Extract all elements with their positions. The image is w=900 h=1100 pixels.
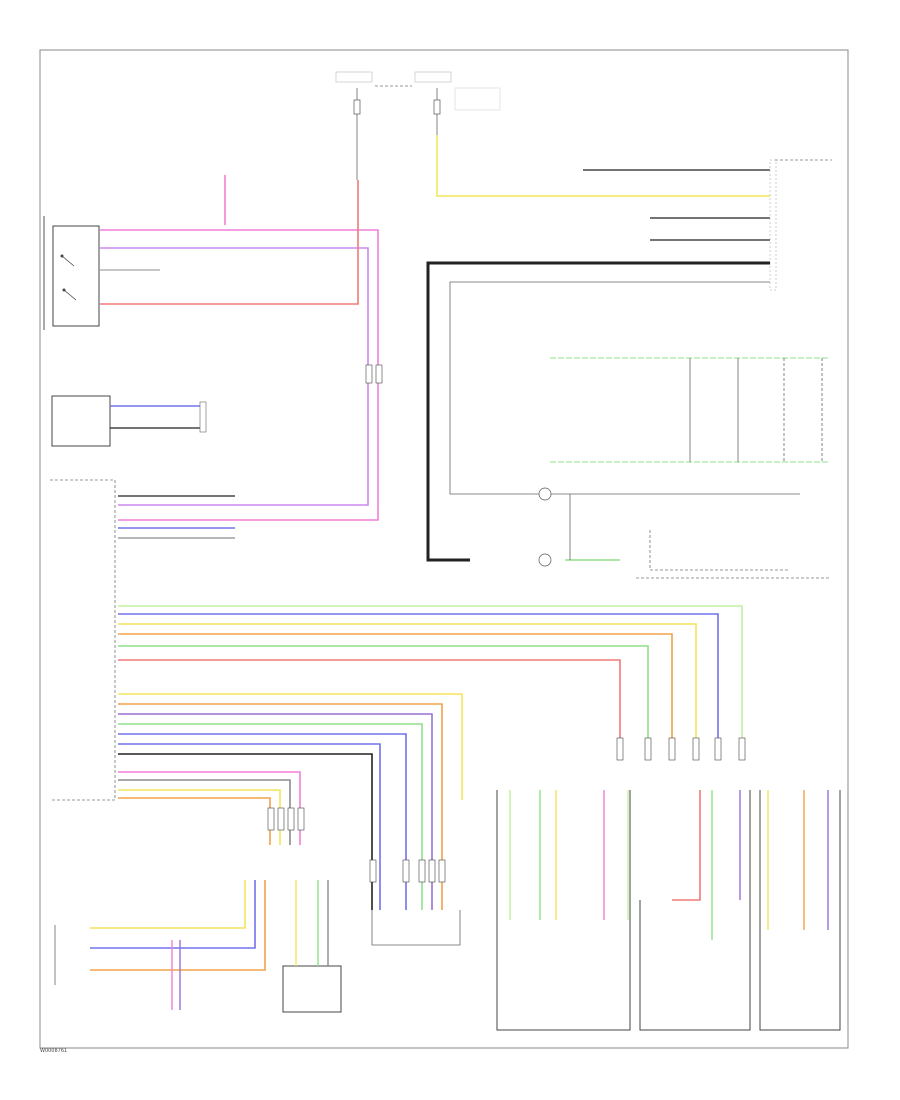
connector-marks (267, 364, 746, 883)
module-mid-left (51, 395, 207, 447)
wire-blue-long (118, 613, 719, 760)
lower-right-switches (530, 487, 830, 579)
wire-yellow-mid-1 (118, 693, 463, 800)
wire-orange-mid (118, 703, 443, 910)
main-control-module (50, 479, 235, 801)
switch-assembly-upper-left (43, 216, 100, 330)
module-outline (50, 479, 116, 801)
fuse-icon (353, 99, 441, 115)
bottom-center-module (282, 880, 342, 1013)
wire-black-mid-2 (118, 753, 373, 910)
clockspring-icon-2 (538, 553, 552, 567)
wire-red-1 (100, 180, 359, 305)
harness-inner (449, 281, 770, 495)
wire-blue-mid-2 (118, 733, 407, 910)
wire-pink-1 (100, 229, 379, 521)
data-link-connector (436, 135, 832, 291)
wire-orange-bl (90, 880, 266, 971)
sensor-block-a (496, 790, 631, 1031)
wire-yellow-long-1 (118, 623, 697, 760)
wire-violet-1 (100, 247, 369, 506)
wire-red-long (118, 659, 621, 760)
steering-switch-module (550, 357, 830, 463)
fuse-note-box (454, 87, 501, 111)
top-fuse-group (335, 71, 501, 180)
fuse-label-right (414, 71, 452, 83)
dlc-pin-column (769, 159, 777, 291)
wire-purple-mid (118, 713, 433, 910)
module-box (51, 395, 111, 447)
switch-box (52, 225, 100, 327)
wire-yellow-bl (90, 880, 246, 929)
fuse-label-left (335, 71, 373, 83)
connector-mid (199, 401, 207, 433)
wire-blue-mid-3 (118, 743, 381, 910)
wire-blue-bl (90, 880, 256, 949)
wire-lightgreen-long (118, 605, 743, 760)
harness-outer (426, 261, 770, 562)
switch-icon (60, 254, 77, 301)
module-box-bc (282, 965, 342, 1013)
wire-orange-low (118, 797, 271, 845)
wire-sensor-6 (672, 790, 701, 901)
wire-green-mid (118, 723, 423, 910)
switch-outline (649, 530, 790, 571)
bottom-mid-sensor (371, 910, 461, 946)
sensor-block-b (639, 790, 751, 1031)
footer-code: W0008761 (40, 1048, 67, 1054)
sensor-outline-mid (371, 910, 461, 946)
wire-green-long (118, 645, 649, 760)
clockspring-icon (538, 487, 552, 501)
sensor-block-c (759, 790, 841, 1031)
wire-orange-long (118, 633, 673, 760)
wire-yellow-dlc (436, 135, 770, 197)
bottom-sensors (496, 790, 841, 1031)
diagram-frame (39, 49, 849, 1049)
bottom-left-sensor (54, 880, 266, 1010)
